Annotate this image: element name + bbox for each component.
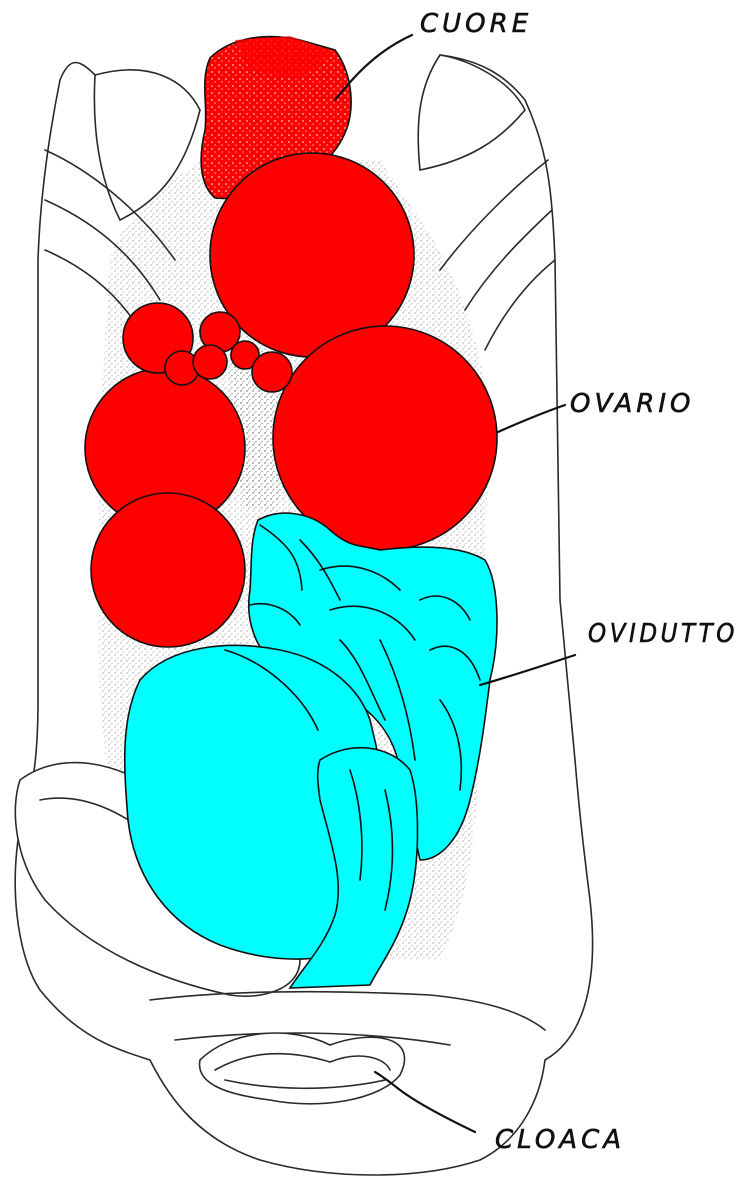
ovary-follicle <box>193 345 227 379</box>
heart-label: CUORE <box>420 9 532 39</box>
cloaca-label: CLOACA <box>495 1125 625 1155</box>
cloaca-leader-line <box>375 1072 475 1132</box>
ovary-follicle <box>91 493 245 647</box>
oviduct-label: OVIDUTTO <box>588 619 738 649</box>
ovary-leader-line <box>498 405 565 432</box>
ovary-label: OVARIO <box>570 389 694 419</box>
cloaca <box>200 1033 405 1104</box>
ovary-follicle <box>252 352 292 392</box>
